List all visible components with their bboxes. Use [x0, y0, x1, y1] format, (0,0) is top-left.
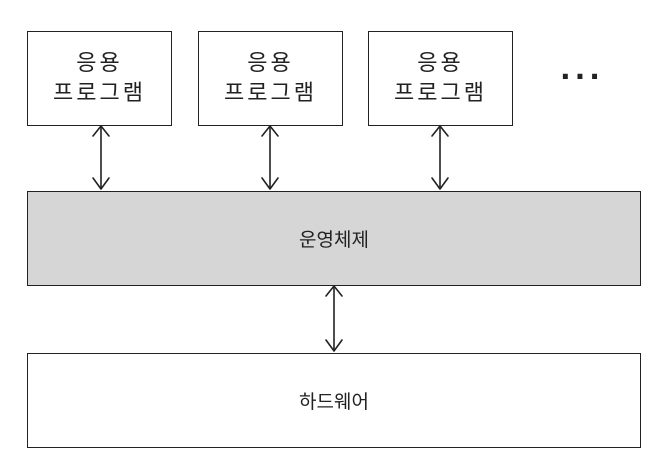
application-label-line2: 프로그램 — [53, 80, 146, 106]
application-box-3: 응용 프로그램 — [368, 31, 513, 126]
application-label-line2: 프로그램 — [224, 80, 317, 106]
operating-system-label: 운영체제 — [299, 229, 369, 251]
application-label-line2: 프로그램 — [394, 80, 487, 106]
bidirectional-arrow-app2-os — [261, 125, 279, 190]
hardware-label: 하드웨어 — [299, 391, 369, 413]
application-label-line1: 응용 — [417, 50, 464, 76]
hardware-box: 하드웨어 — [27, 353, 641, 448]
application-label-line1: 응용 — [76, 50, 123, 76]
application-box-2: 응용 프로그램 — [198, 31, 343, 126]
bidirectional-arrow-app3-os — [431, 125, 449, 190]
application-label-line1: 응용 — [247, 50, 294, 76]
bidirectional-arrow-os-hardware — [325, 285, 343, 352]
more-applications-ellipsis: ··· — [560, 60, 604, 93]
application-box-1: 응용 프로그램 — [27, 31, 172, 126]
bidirectional-arrow-app1-os — [92, 125, 110, 190]
